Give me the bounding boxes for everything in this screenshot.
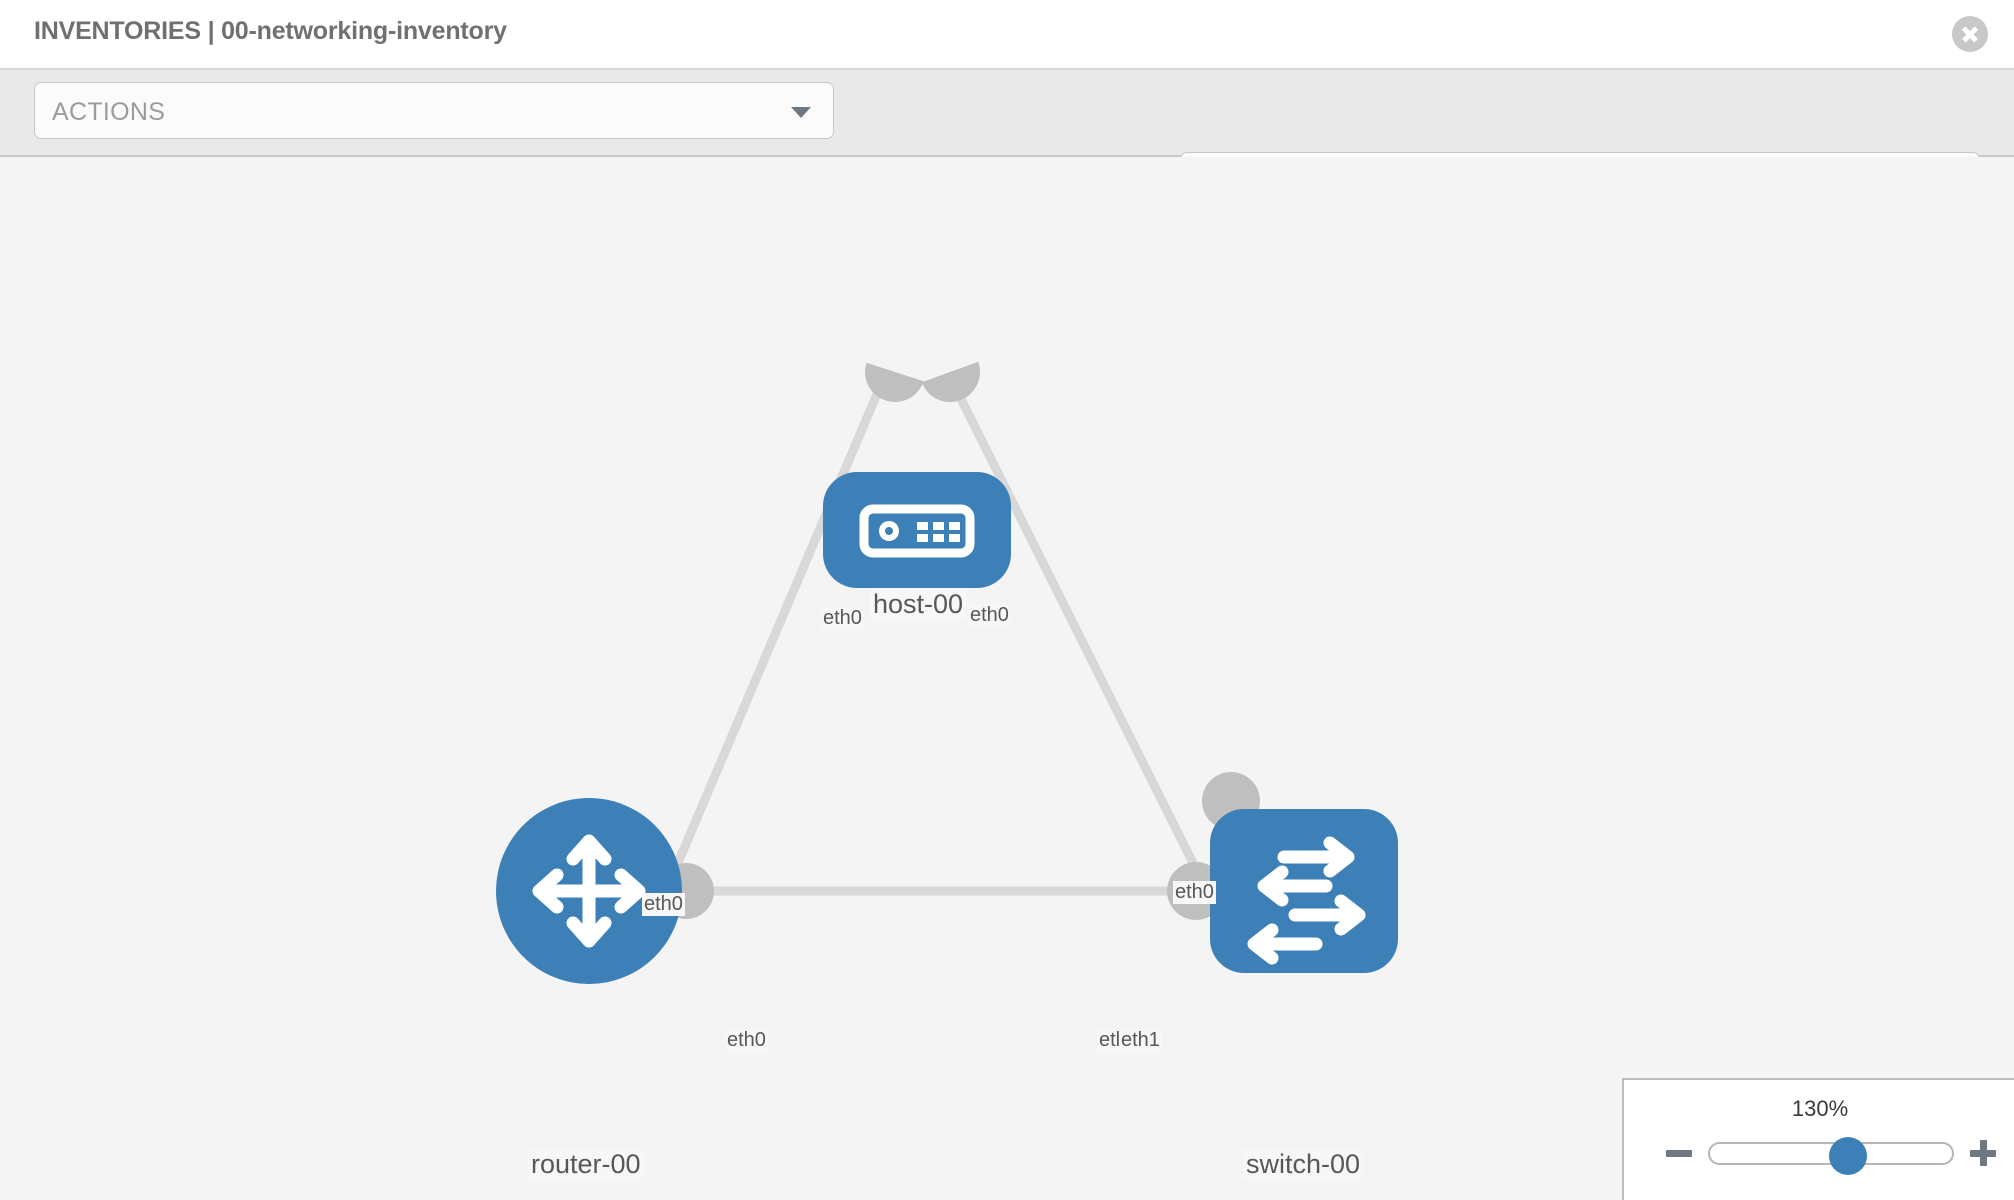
- close-icon[interactable]: [1952, 16, 1988, 52]
- iface-label-router-eth0-right: eth0: [725, 1029, 768, 1052]
- iface-label-host-eth0-left: eth0: [821, 607, 864, 630]
- link-host-router: [650, 385, 885, 919]
- zoom-level-value: 130%: [1791, 1096, 1849, 1121]
- node-label-router-00: router-00: [528, 1149, 644, 1180]
- zoom-out-icon[interactable]: [1662, 1136, 1696, 1170]
- actions-dropdown[interactable]: ACTIONS: [34, 82, 834, 139]
- iface-label-switch-eth0-up: eth0: [1173, 881, 1216, 904]
- page-header: INVENTORIES | 00-networking-inventory: [0, 0, 2014, 70]
- zoom-control-panel: 130%: [1622, 1078, 2014, 1200]
- iface-label-switch-eth-overlap: etl: [1097, 1029, 1123, 1052]
- topology-canvas[interactable]: router-00 switch-00 host-00 eth0 eth0 et…: [0, 157, 2014, 1200]
- toolbar: ACTIONS SEARCH: [0, 70, 2014, 209]
- link-host-switch: [950, 384, 1235, 940]
- chevron-down-icon: [791, 107, 811, 118]
- page-title: INVENTORIES | 00-networking-inventory: [34, 17, 507, 45]
- topology-graph: [496, 361, 1398, 984]
- iface-label-host-eth0-right: eth0: [968, 604, 1011, 627]
- node-label-host-00: host-00: [870, 589, 967, 620]
- node-label-switch-00: switch-00: [1243, 1149, 1364, 1180]
- zoom-slider-thumb[interactable]: [1828, 1136, 1867, 1175]
- server-icon: [859, 504, 975, 558]
- node-switch-00[interactable]: [1210, 809, 1398, 973]
- zoom-slider[interactable]: [1708, 1136, 1954, 1175]
- node-router-00[interactable]: [496, 798, 682, 984]
- iface-label-switch-eth1: eth1: [1119, 1029, 1162, 1052]
- zoom-slider-row: [1624, 1134, 2014, 1175]
- node-host-00[interactable]: [823, 472, 1011, 588]
- actions-dropdown-label: ACTIONS: [52, 98, 166, 126]
- port-host-left: [865, 362, 924, 402]
- switch-arrows-icon: [1247, 836, 1366, 965]
- iface-label-router-eth0-up: eth0: [642, 893, 685, 916]
- port-host-right: [921, 361, 980, 402]
- router-arrows-icon: [532, 834, 646, 948]
- zoom-in-icon[interactable]: [1966, 1136, 2000, 1170]
